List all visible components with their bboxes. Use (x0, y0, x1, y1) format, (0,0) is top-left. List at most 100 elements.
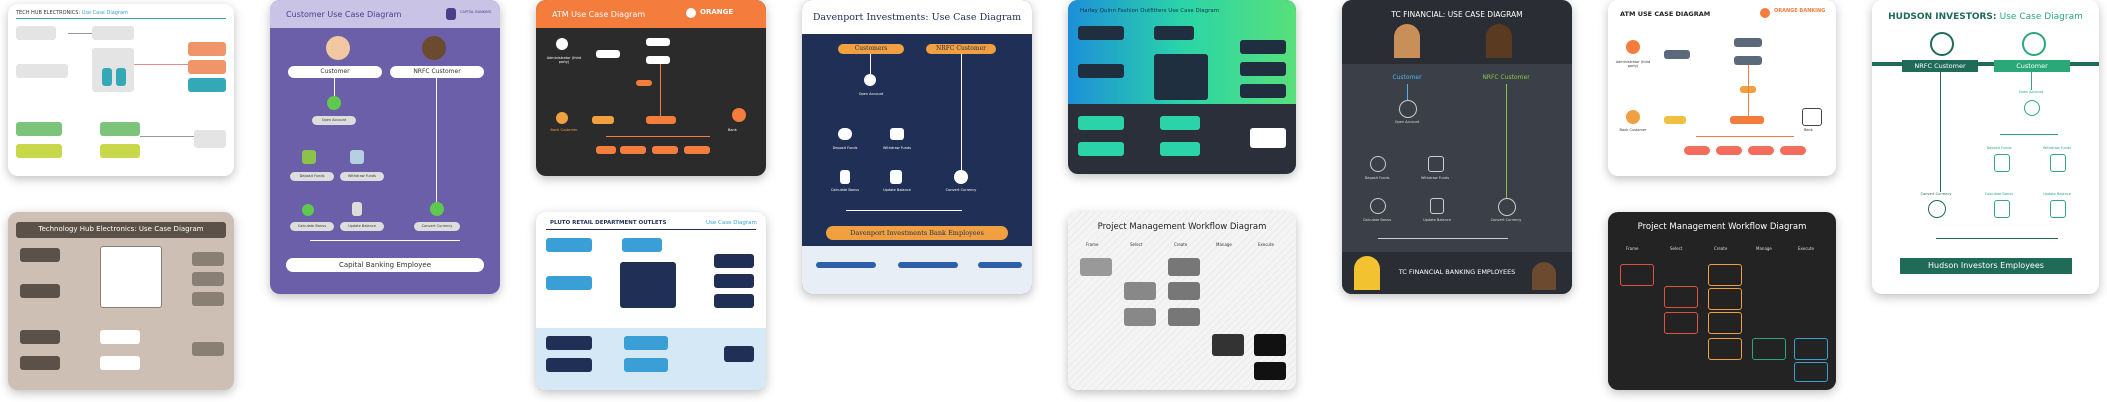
uc-bonus-label: Calculate Bonus (830, 188, 860, 192)
card-harley-quinn[interactable]: Harley Quinn Fashion Outfitters Use Case… (1068, 0, 1296, 174)
node-box (1734, 56, 1762, 65)
actor-customer (1994, 60, 2070, 72)
card-pluto-retail[interactable]: PLUTO RETAIL DEPARTMENT OUTLETS Use Case… (536, 212, 766, 390)
node-dark (1240, 40, 1286, 54)
node-box (596, 50, 620, 58)
connector (1940, 72, 1941, 192)
uc-balance (340, 222, 384, 231)
node-box (100, 330, 140, 344)
node-box (192, 292, 224, 306)
card-project-workflow-light[interactable]: Project Management Workflow Diagram Fram… (1068, 212, 1296, 390)
step-box (1794, 338, 1828, 360)
user-icon (864, 74, 876, 86)
desk-shape (816, 262, 876, 268)
card-title: Project Management Workflow Diagram (1097, 222, 1267, 232)
bank-icon (1802, 108, 1822, 126)
node-teal (102, 68, 112, 86)
card-technology-hub[interactable]: Technology Hub Electronics: Use Case Dia… (8, 212, 234, 390)
brand-logo-icon (1760, 8, 1770, 18)
col-select: Select (1670, 246, 1683, 251)
col-execute: Execute (1258, 242, 1274, 247)
brand-logo-icon (686, 8, 696, 18)
actor-nrfc-label: NRFC Customer (1914, 62, 1966, 70)
uc-withdraw-label: Withdraw Funds (347, 174, 377, 178)
step-box (1124, 308, 1156, 326)
card-title: Davenport Investments: Use Case Diagram (812, 12, 1022, 23)
uc-withdraw-label: Withdraw Funds (882, 146, 912, 150)
header-bar (1342, 0, 1572, 64)
connector (1748, 65, 1749, 116)
card-title: ATM USE CASE DIAGRAM (1620, 10, 1711, 18)
card-customer-use-case[interactable]: Customer Use Case Diagram CAPITAL BANKIN… (270, 0, 500, 294)
actor-nrfc-label: NRFC Customer (935, 45, 987, 52)
connector (2031, 72, 2032, 90)
step-box (1664, 312, 1698, 334)
node-dark (1240, 84, 1286, 98)
connector (1936, 238, 2058, 239)
actor-nrfc-label: NRFC Customer (1482, 74, 1530, 81)
card-atm-use-case[interactable]: ATM Use Case Diagram ORANGE Administrato… (536, 0, 766, 176)
actor-box (546, 238, 592, 252)
card-project-workflow-dark[interactable]: Project Management Workflow Diagram Fram… (1608, 212, 1836, 390)
node-yellow (1664, 116, 1686, 124)
connector (310, 240, 460, 241)
card-hudson-investors[interactable]: HUDSON INVESTORS: Use Case Diagram NRFC … (1872, 0, 2099, 294)
card-title: Project Management Workflow Diagram (1637, 222, 1807, 232)
node-box (622, 238, 662, 252)
step-box (1620, 264, 1654, 286)
card-title: Customer Use Case Diagram (286, 10, 402, 19)
connector (1407, 84, 1408, 100)
uc-deposit-label: Deposit Funds (832, 146, 858, 150)
actor-box (16, 64, 68, 78)
withdraw-icon (350, 150, 364, 164)
actor-green (1078, 142, 1124, 156)
col-frame: Frame (1626, 246, 1639, 251)
uc-open-account (312, 116, 356, 125)
actor-green (1078, 116, 1124, 130)
node-box (1664, 50, 1690, 59)
node-box (92, 48, 134, 92)
node-orange (1730, 116, 1764, 124)
card-tc-financial[interactable]: TC FINANCIAL: USE CASE DIAGRAM Customer … (1342, 0, 1572, 294)
card-title: ATM Use Case Diagram (552, 10, 646, 19)
uc-convert-label: Convert Currency (945, 188, 977, 192)
actor-box (20, 356, 60, 370)
actor-box (20, 330, 60, 344)
actor-bank-label: Bank (728, 128, 737, 132)
col-manage: Manage (1756, 246, 1772, 251)
node-orange (646, 116, 676, 124)
deposit-icon (1994, 154, 2010, 172)
node-box (1734, 38, 1762, 47)
card-atm-orange-banking[interactable]: ATM USE CASE DIAGRAM ORANGE BANKING Admi… (1608, 0, 1836, 176)
actor-box (546, 358, 592, 372)
node-box (646, 56, 670, 64)
actor-nrfc (926, 44, 996, 54)
node-orange (188, 60, 226, 74)
uc-deposit-label: Deposit Funds (299, 174, 325, 178)
document-icon (1430, 198, 1444, 214)
card-tech-hub[interactable]: TECH HUB ELECTRONICS: Use Case Diagram (8, 4, 234, 176)
actor-bank-label: Bank (1804, 128, 1813, 132)
card-title: TECH HUB ELECTRONICS: Use Case Diagram (16, 10, 128, 16)
card-title: TC FINANCIAL: USE CASE DIAGRAM (1391, 10, 1523, 19)
card-davenport[interactable]: Davenport Investments: Use Case Diagram … (802, 0, 1032, 294)
node-red (1684, 146, 1710, 155)
col-manage: Manage (1216, 242, 1232, 247)
uc-balance-label: Update Balance (1423, 218, 1451, 222)
uc-deposit-label: Deposit Funds (1364, 176, 1390, 180)
connector (870, 54, 871, 74)
title-bar (16, 222, 226, 238)
actor-box (20, 284, 60, 298)
actor-customers (838, 44, 904, 54)
system-box (620, 262, 676, 308)
step-box (1168, 258, 1200, 276)
footer-employee (1900, 258, 2072, 274)
node-box (192, 272, 224, 286)
col-select: Select (1130, 242, 1143, 247)
actor-customer-label: Bank Customer (1619, 128, 1647, 132)
footer-employee (826, 226, 1008, 240)
card-title-accent: Use Case Diagram (706, 220, 757, 226)
check-icon (2024, 100, 2040, 116)
customer-avatar-icon (2022, 32, 2046, 56)
